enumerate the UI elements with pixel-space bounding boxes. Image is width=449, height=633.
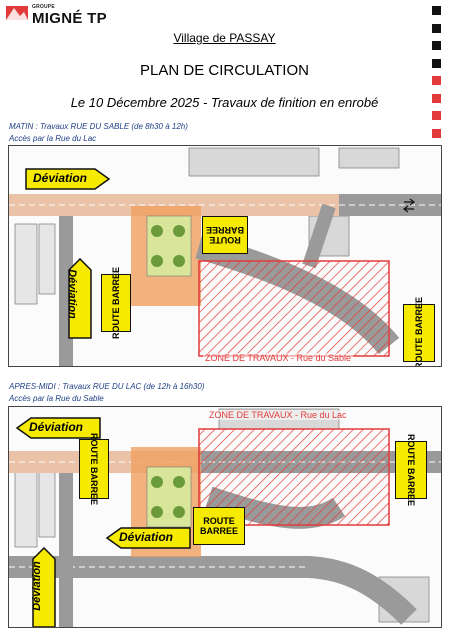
morning-route-barree-sign-1: ROUTE BARREE — [101, 267, 131, 339]
deviation-arrow-right-icon — [25, 168, 111, 190]
deviation-arrow-left-icon — [105, 527, 191, 549]
deviation-arrow-up-icon — [32, 547, 56, 627]
square-mark — [432, 93, 441, 103]
square-mark — [432, 58, 441, 68]
square-mark — [432, 128, 441, 138]
afternoon-route-barree-sign-2: ROUTE BARREE — [193, 507, 245, 545]
afternoon-route-barree-sign-1: ROUTE BARREE — [79, 433, 109, 505]
morning-zone-label: ZONE DE TRAVAUX - Rue du Sable — [203, 353, 354, 363]
afternoon-deviation-label-1: Déviation — [29, 420, 84, 434]
afternoon-title: APRES-MIDI : Travaux RUE DU LAC (de 12h … — [9, 382, 205, 391]
morning-deviation-label-1: Déviation — [33, 171, 88, 185]
square-mark — [432, 41, 441, 50]
square-mark — [432, 23, 441, 33]
afternoon-deviation-label-2: Déviation — [119, 530, 174, 544]
page-title: PLAN DE CIRCULATION — [140, 62, 309, 79]
afternoon-map: Déviation Déviation Déviation ROUTE BARR… — [8, 406, 442, 628]
morning-title: MATIN : Travaux RUE DU SABLE (de 8h30 à … — [9, 122, 188, 131]
logo-name: MIGNÉ TP — [32, 10, 107, 27]
square-mark — [432, 76, 441, 85]
square-mark — [432, 6, 441, 15]
afternoon-zone-label: ZONE DE TRAVAUX - Rue du Lac — [207, 410, 349, 420]
deviation-arrow-left-icon — [15, 417, 101, 439]
village-title: Village de PASSAY — [173, 31, 276, 45]
date-line: Le 10 Décembre 2025 - Travaux de finitio… — [70, 95, 379, 110]
afternoon-deviation-label-3: Déviation — [30, 561, 43, 611]
decorative-squares — [432, 6, 442, 146]
logo-prefix: GROUPE — [32, 4, 55, 10]
morning-route-barree-sign-3: ROUTE BARREE — [403, 297, 435, 366]
afternoon-route-barree-sign-3: ROUTE BARREE — [395, 434, 427, 506]
morning-deviation-label-2: Déviation — [65, 269, 78, 319]
morning-map-drawing — [9, 147, 441, 366]
morning-map: Déviation Déviation ROUTE BARREE ROUTE B… — [8, 145, 442, 367]
morning-access: Accès par la Rue du Lac — [9, 134, 97, 143]
deviation-arrow-down-icon — [68, 258, 92, 339]
afternoon-map-drawing — [9, 408, 441, 627]
afternoon-access: Accès par la Rue du Sable — [9, 394, 104, 403]
morning-route-barree-sign-2: ROUTE BARREE — [202, 216, 248, 254]
square-mark — [432, 111, 441, 120]
company-logo: GROUPE MIGNÉ TP — [6, 4, 107, 27]
logo-mark-icon — [6, 6, 28, 20]
